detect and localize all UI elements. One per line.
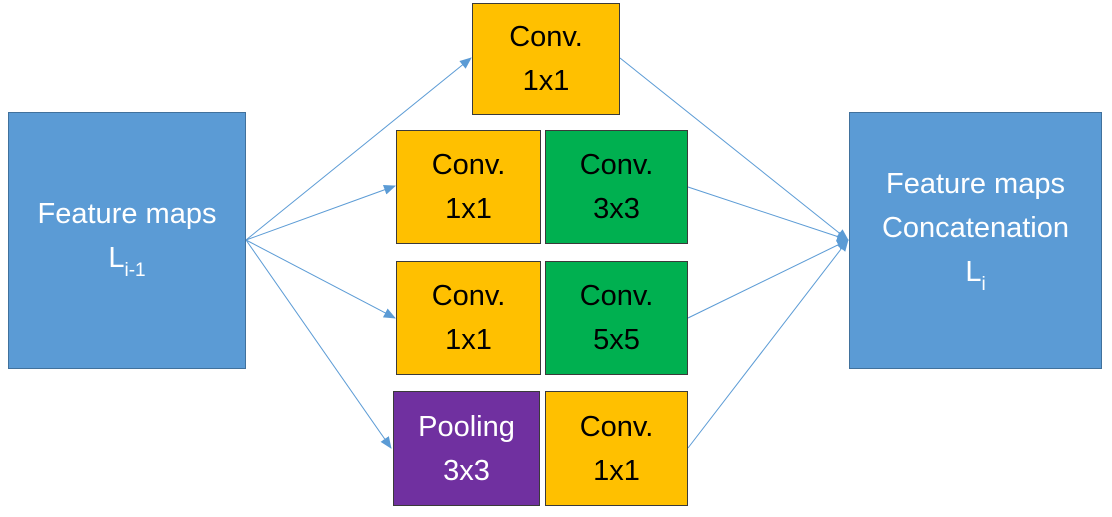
- output-subscript: i: [981, 273, 986, 295]
- input-subscript: i-1: [124, 259, 146, 281]
- arrow-input-to-branch-1: [245, 57, 472, 241]
- block-line2: 3x3: [443, 454, 490, 487]
- arrow-branch-3-to-output: [687, 239, 849, 319]
- block-line1: Conv.: [431, 280, 506, 312]
- block-line2: 5x5: [593, 324, 640, 356]
- arrow-branch-1-to-output: [619, 57, 849, 241]
- arrow-branch-4-to-output: [687, 239, 849, 449]
- branch-3-conv-1x1: Conv. 1x1: [396, 261, 541, 375]
- block-line1: Conv.: [579, 149, 654, 181]
- block-line1: Conv.: [579, 410, 654, 443]
- block-line2: 1x1: [593, 454, 640, 487]
- arrow-input-to-branch-3: [245, 239, 396, 319]
- block-line2: 3x3: [593, 193, 640, 225]
- block-line1: Conv.: [579, 280, 654, 312]
- arrow-branch-2-to-output: [687, 186, 849, 242]
- block-line1: Conv.: [431, 149, 506, 181]
- branch-4-conv-1x1: Conv. 1x1: [545, 391, 688, 506]
- output-layer-label: Li: [965, 250, 985, 298]
- arrow-input-to-branch-4: [245, 239, 392, 449]
- block-line2: 1x1: [445, 324, 492, 356]
- output-title-line1: Feature maps: [886, 167, 1065, 200]
- branch-2-conv-1x1: Conv. 1x1: [396, 130, 541, 244]
- branch-1-conv-1x1: Conv. 1x1: [472, 3, 620, 115]
- branch-3-conv-5x5: Conv. 5x5: [545, 261, 688, 375]
- block-line1: Conv.: [509, 21, 583, 53]
- block-line2: 1x1: [445, 193, 492, 225]
- input-feature-maps-node: Feature maps Li-1: [8, 112, 246, 369]
- input-layer-label: Li-1: [108, 236, 145, 284]
- output-concatenation-node: Feature maps Concatenation Li: [849, 112, 1102, 369]
- branch-4-pooling-3x3: Pooling 3x3: [393, 391, 540, 506]
- input-symbol: L: [108, 241, 125, 274]
- output-symbol: L: [965, 255, 982, 288]
- block-line1: Pooling: [418, 410, 515, 443]
- output-title-line2: Concatenation: [881, 211, 1070, 244]
- input-title: Feature maps: [37, 197, 217, 230]
- block-line2: 1x1: [522, 65, 570, 97]
- arrow-input-to-branch-2: [245, 185, 396, 241]
- branch-2-conv-3x3: Conv. 3x3: [545, 130, 688, 244]
